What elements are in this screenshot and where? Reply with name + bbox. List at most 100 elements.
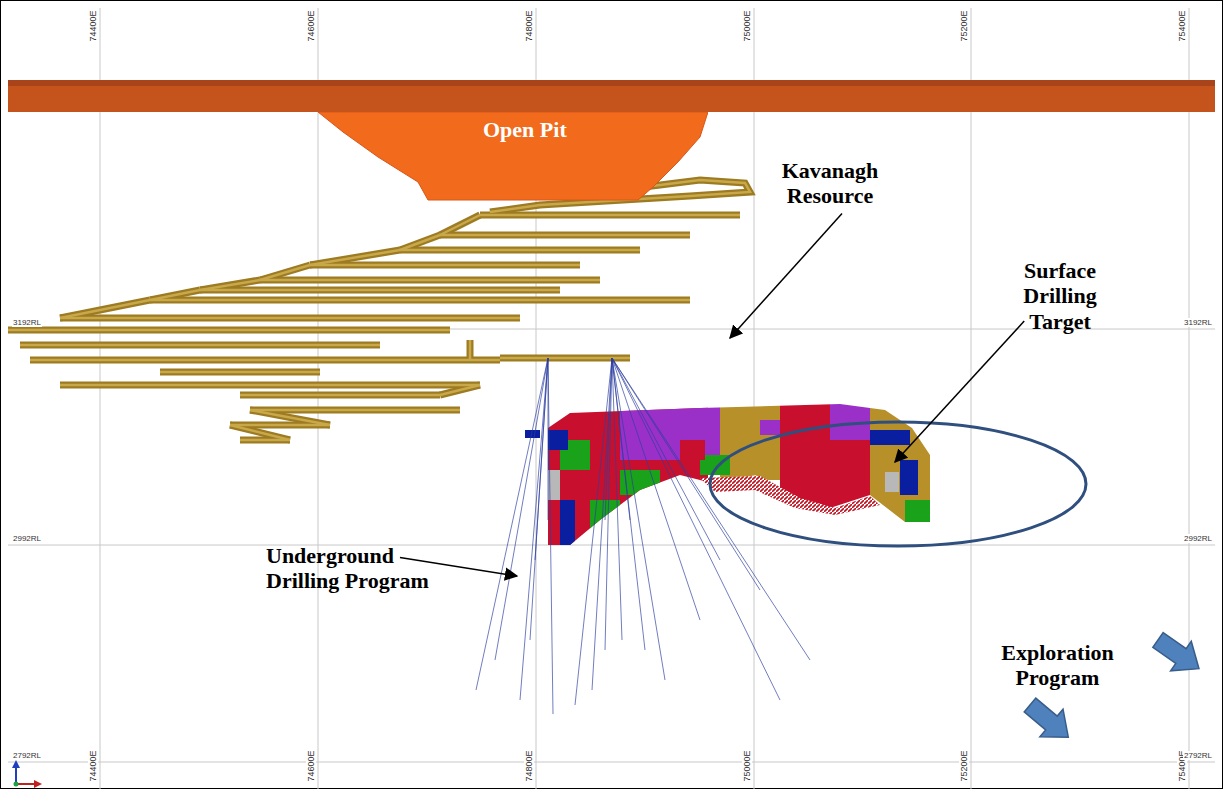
drive <box>240 392 440 399</box>
drive-highlight <box>250 410 330 425</box>
drive-highlight <box>440 385 480 395</box>
resource-block <box>870 400 940 530</box>
drive-highlight <box>60 300 150 318</box>
rl-label: 2992RL <box>12 534 42 543</box>
drill-hole <box>605 358 612 650</box>
drive <box>160 369 320 376</box>
pit-label: Open Pit <box>483 117 567 143</box>
drive <box>60 300 150 318</box>
grid <box>8 8 1215 789</box>
resource-block <box>620 405 720 460</box>
drive-highlight <box>250 409 460 412</box>
leader-arrow <box>730 214 842 338</box>
drive <box>200 287 560 294</box>
rl-label: 2992RL <box>1183 534 1213 543</box>
axis-z <box>15 766 17 784</box>
drill-hole <box>548 358 553 714</box>
drive-highlight <box>310 264 580 267</box>
drive <box>440 385 480 395</box>
easting-label: 74600E <box>306 9 316 42</box>
axis-head <box>34 780 42 788</box>
drill-hole <box>476 358 548 690</box>
drive-highlight <box>230 425 290 440</box>
underground-workings <box>8 180 750 440</box>
axis-x <box>16 783 36 785</box>
drill-hole <box>495 358 548 660</box>
drive-highlight <box>160 371 320 374</box>
drill-hole <box>612 358 760 590</box>
drive <box>260 277 600 284</box>
drive-highlight <box>440 234 690 237</box>
easting-line <box>100 8 101 789</box>
pit-fill <box>318 112 708 200</box>
drill-hole <box>520 358 548 700</box>
rl-label: 3192RL <box>12 318 42 327</box>
drive-highlight <box>60 384 480 387</box>
easting-label: 74400E <box>88 9 98 42</box>
drive-highlight <box>260 265 310 280</box>
drive <box>440 232 690 239</box>
resource-block <box>885 472 899 492</box>
resource-block <box>560 500 575 545</box>
block-arrow <box>1148 625 1210 683</box>
drive <box>60 315 520 322</box>
rl-label: 2792RL <box>12 751 42 760</box>
drill-hole <box>605 358 612 520</box>
drive-highlight <box>240 394 440 397</box>
easting-label: 74600E <box>306 749 316 782</box>
rl-label: 3192RL <box>1183 318 1213 327</box>
callout-label: Kavanagh Resource <box>770 158 890 209</box>
easting-label: 75400E <box>1177 9 1187 42</box>
drive-highlight <box>230 424 330 427</box>
drive-highlight <box>30 359 500 362</box>
drill-hole <box>612 358 720 560</box>
drive <box>480 212 740 219</box>
drive <box>150 290 200 300</box>
drive-highlight <box>20 344 380 347</box>
drive-highlight <box>200 280 260 290</box>
drill-hole <box>548 358 549 520</box>
block-arrow <box>1018 691 1079 751</box>
axis-origin <box>14 782 19 787</box>
drill-hole <box>612 358 665 680</box>
open-pit-shape: Open Pit <box>318 112 708 202</box>
axis-head <box>12 760 20 768</box>
drive-highlight <box>400 249 640 252</box>
drill-hole <box>592 358 612 690</box>
drive-highlight <box>8 329 450 332</box>
resource-block <box>760 420 780 435</box>
topography-edge <box>8 80 1215 86</box>
drive <box>250 410 330 425</box>
drill-hole <box>530 358 548 640</box>
drive-highlight <box>440 215 480 235</box>
callout-label: Exploration Program <box>985 640 1130 691</box>
drive-highlight <box>500 357 630 360</box>
rl-line <box>8 545 1215 546</box>
callout-label: Underground Drilling Program <box>266 543 456 594</box>
rl-line <box>8 762 1215 763</box>
drive-highlight <box>60 317 520 320</box>
easting-line <box>754 8 755 789</box>
drive <box>230 425 290 440</box>
resource-block <box>900 460 918 495</box>
drive-highlight <box>200 289 560 292</box>
drive-highlight <box>260 279 600 282</box>
drive <box>8 327 450 334</box>
drive <box>20 342 380 349</box>
target-ellipse <box>710 422 1086 546</box>
easting-label: 75000E <box>742 9 752 42</box>
easting-label: 74400E <box>88 749 98 782</box>
drive-highlight <box>480 214 740 217</box>
topography-band <box>8 80 1215 112</box>
resource-block <box>680 440 705 460</box>
drive <box>260 265 310 280</box>
resource-block <box>870 430 910 445</box>
drive <box>400 247 640 254</box>
drill-hole <box>612 358 700 620</box>
drive <box>30 357 500 364</box>
callout-label: Surface Drilling Target <box>1005 258 1115 334</box>
resource-block <box>548 430 568 450</box>
easting-label: 75200E <box>959 9 969 42</box>
drive-highlight <box>150 290 200 300</box>
